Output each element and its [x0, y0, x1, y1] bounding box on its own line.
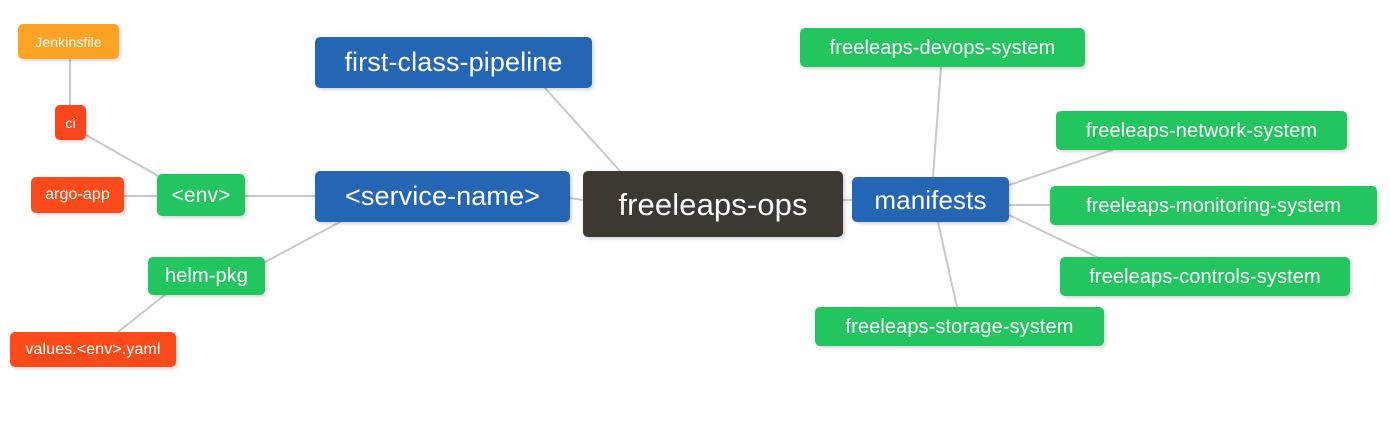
- mindmap-node-label-helm-pkg: helm-pkg: [164, 265, 249, 287]
- mindmap-node-jenkinsfile[interactable]: Jenkinsfile: [18, 24, 119, 59]
- mindmap-edge-ci-to-env: [85, 134, 161, 178]
- mindmap-node-freeleaps-network-system[interactable]: freeleaps-network-system: [1056, 111, 1347, 150]
- mindmap-node-label-freeleaps-storage-system: freeleaps-storage-system: [845, 315, 1074, 338]
- mindmap-node-ci[interactable]: ci: [55, 105, 86, 140]
- mindmap-node-env[interactable]: <env>: [157, 174, 245, 216]
- mindmap-node-label-ci: ci: [65, 114, 76, 131]
- mindmap-node-label-freeleaps-ops: freeleaps-ops: [618, 186, 808, 222]
- mindmap-node-label-first-class-pipeline: first-class-pipeline: [344, 47, 563, 77]
- mindmap-edge-manifests-to-freeleaps-devops-system: [932, 66, 942, 178]
- mindmap-edge-manifests-to-freeleaps-network-system: [1008, 149, 1113, 186]
- mindmap-edge-values-yaml-to-helm-pkg: [117, 293, 167, 333]
- mindmap-edge-manifests-to-freeleaps-storage-system: [937, 221, 958, 308]
- mindmap-node-label-values-yaml: values.<env>.yaml: [25, 340, 161, 358]
- mindmap-node-helm-pkg[interactable]: helm-pkg: [148, 257, 265, 295]
- mindmap-edge-service-name-to-freeleaps-ops: [569, 197, 584, 201]
- mindmap-node-manifests[interactable]: manifests: [852, 177, 1009, 222]
- mindmap-node-label-freeleaps-devops-system: freeleaps-devops-system: [829, 36, 1056, 59]
- mindmap-node-label-env: <env>: [171, 183, 231, 207]
- mindmap-node-label-freeleaps-controls-system: freeleaps-controls-system: [1089, 265, 1321, 288]
- mindmap-node-first-class-pipeline[interactable]: first-class-pipeline: [315, 37, 592, 88]
- mindmap-node-label-jenkinsfile: Jenkinsfile: [35, 33, 102, 50]
- mindmap-node-freeleaps-devops-system[interactable]: freeleaps-devops-system: [800, 28, 1085, 67]
- mindmap-node-freeleaps-controls-system[interactable]: freeleaps-controls-system: [1060, 257, 1350, 296]
- mindmap-node-freeleaps-monitoring-system[interactable]: freeleaps-monitoring-system: [1050, 186, 1377, 225]
- mindmap-node-label-freeleaps-monitoring-system: freeleaps-monitoring-system: [1085, 194, 1341, 217]
- mindmap-node-label-manifests: manifests: [874, 184, 987, 215]
- mindmap-node-freeleaps-storage-system[interactable]: freeleaps-storage-system: [815, 307, 1104, 346]
- mindmap-node-label-service-name: <service-name>: [345, 181, 540, 211]
- mindmap-node-service-name[interactable]: <service-name>: [315, 171, 570, 222]
- mindmap-node-argo-app[interactable]: argo-app: [31, 177, 124, 213]
- mindmap-node-freeleaps-ops[interactable]: freeleaps-ops: [583, 171, 843, 237]
- mindmap-node-label-argo-app: argo-app: [45, 186, 110, 203]
- mindmap-edge-first-class-pipeline-to-freeleaps-ops: [544, 87, 621, 172]
- mindmap-edge-helm-pkg-to-service-name: [264, 221, 341, 263]
- mindmap-node-values-yaml[interactable]: values.<env>.yaml: [10, 332, 176, 367]
- mindmap-node-label-freeleaps-network-system: freeleaps-network-system: [1085, 119, 1318, 142]
